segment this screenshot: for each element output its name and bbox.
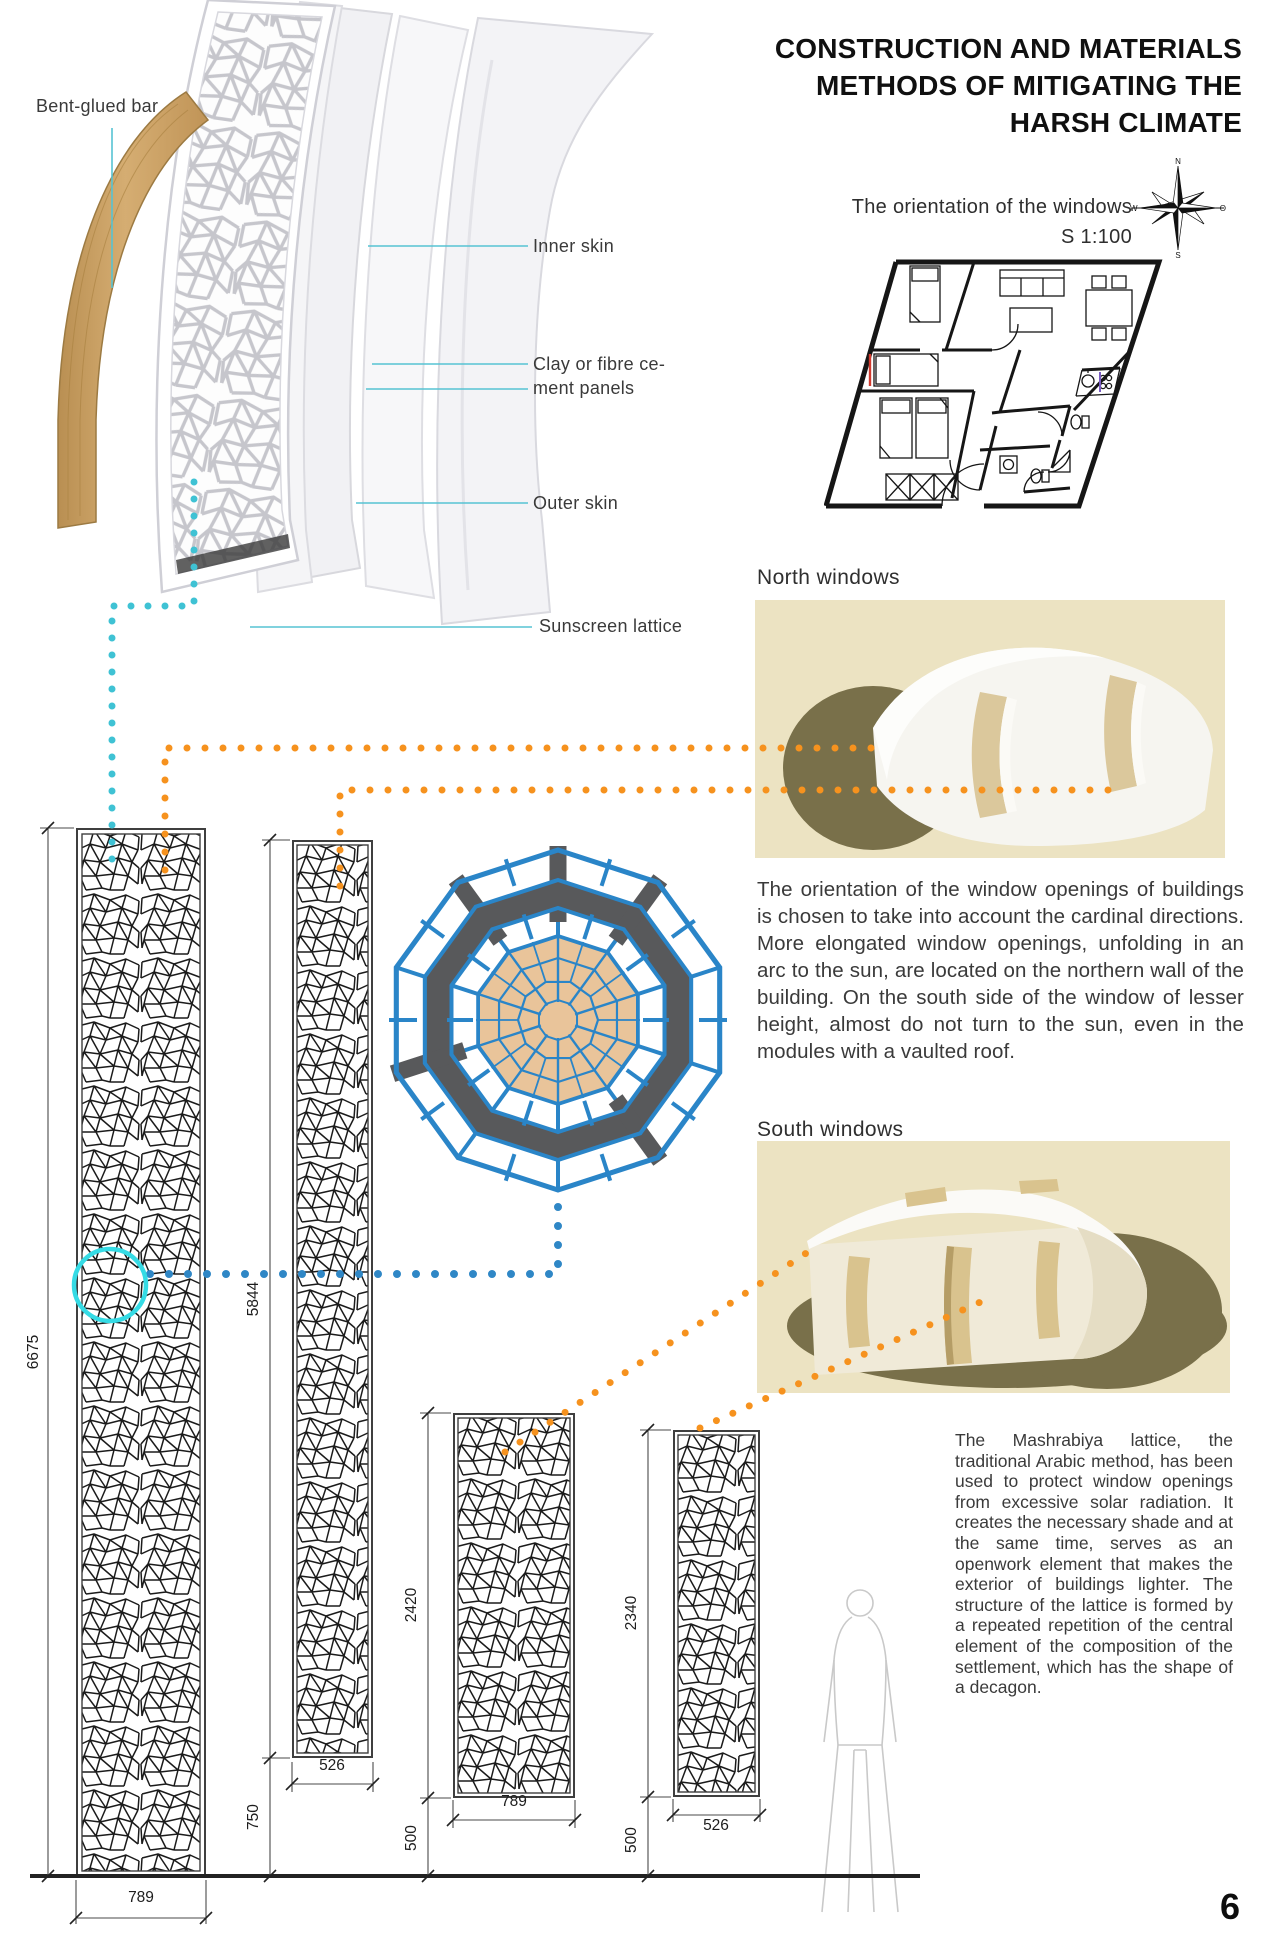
floor-plan xyxy=(824,259,1163,509)
bent-glued-bar xyxy=(57,91,210,529)
dim-panel2-width: 526 xyxy=(319,1757,345,1774)
label-sunscreen-lattice: Sunscreen lattice xyxy=(539,616,683,636)
south-roof-slot-1 xyxy=(905,1187,947,1207)
dim-panel4-ground-offset: 500 xyxy=(623,1827,640,1853)
title-line-1: CONSTRUCTION AND MATERIALS xyxy=(774,33,1242,64)
dim-panel1-width: 789 xyxy=(128,1889,154,1906)
lattice-panel-3 xyxy=(453,1413,575,1798)
plan-scale: S 1:100 xyxy=(1060,226,1132,248)
compass-s: S xyxy=(1175,251,1180,258)
south-window-slot-1 xyxy=(846,1256,870,1348)
title-line-2: METHODS OF MITIGATING THE xyxy=(815,70,1242,101)
label-clay-panels-line2: ment panels xyxy=(533,378,635,398)
compass-e: O xyxy=(1220,204,1226,213)
north-windows-heading: North windows xyxy=(757,566,900,589)
dim-panel1-height: 6675 xyxy=(25,1334,42,1370)
compass-w: W xyxy=(1130,204,1138,213)
dim-panel3-height: 2420 xyxy=(403,1587,420,1623)
south-windows-render xyxy=(757,1141,1230,1393)
label-inner-skin: Inner skin xyxy=(533,236,615,256)
label-clay-panels-line1: Clay or fibre ce- xyxy=(533,354,666,374)
compass-rose-icon: N S W O xyxy=(1130,158,1226,258)
title-line-3: HARSH CLIMATE xyxy=(1009,107,1242,138)
dim-panel2-ground-offset: 750 xyxy=(245,1804,262,1830)
label-bent-glued-bar: Bent-glued bar xyxy=(36,96,159,116)
page-title: CONSTRUCTION AND MATERIALS METHODS OF MI… xyxy=(560,30,1242,141)
south-roof-slot-2 xyxy=(1019,1179,1059,1194)
dim-panel2-height: 5844 xyxy=(245,1281,262,1317)
lattice-panel-2 xyxy=(292,840,373,1758)
dim-panel4-width: 526 xyxy=(703,1817,729,1834)
wall-assembly-axon xyxy=(57,0,655,626)
north-windows-render xyxy=(755,600,1225,858)
decagon-lattice-detail xyxy=(389,846,727,1198)
south-window-slot-3 xyxy=(1036,1241,1060,1339)
lattice-panel-4 xyxy=(673,1430,760,1797)
human-scale-figure xyxy=(821,1589,899,1913)
plan-caption: The orientation of the windows xyxy=(851,196,1132,218)
orientation-paragraph: The orientation of the window openings o… xyxy=(757,878,1244,1063)
south-windows-heading: South windows xyxy=(757,1118,904,1141)
page-number: 6 xyxy=(1219,1886,1240,1927)
compass-n: N xyxy=(1175,158,1181,166)
dim-panel4-height: 2340 xyxy=(623,1595,640,1631)
cement-panel-sheet-2 xyxy=(361,14,470,600)
mashrabiya-paragraph: The Mashrabiya lattice, the traditional … xyxy=(955,1430,1233,1698)
inner-skin-sheet xyxy=(436,16,655,626)
lattice-panel-1 xyxy=(76,828,206,1877)
label-outer-skin: Outer skin xyxy=(533,493,619,513)
dim-panel3-ground-offset: 500 xyxy=(403,1825,420,1851)
dim-panel3-width: 789 xyxy=(501,1793,527,1810)
north-window-slot-2 xyxy=(1104,675,1137,792)
